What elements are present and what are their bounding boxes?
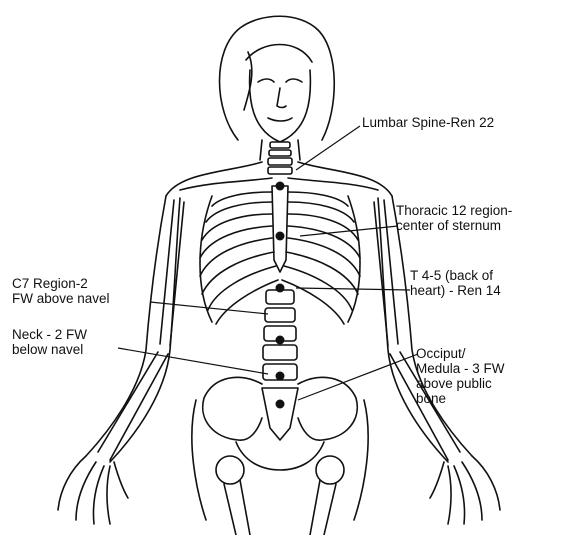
marker-cervical bbox=[276, 182, 285, 191]
label-occiput-medula: Occiput/ Medula - 3 FW above public bone bbox=[416, 346, 505, 406]
hip-outline bbox=[192, 400, 368, 520]
sacrum bbox=[262, 388, 298, 440]
ribs-left bbox=[200, 192, 278, 324]
point-markers bbox=[276, 182, 285, 409]
ribs-right bbox=[282, 192, 360, 324]
pelvis-left bbox=[203, 377, 262, 440]
arm-left-outline bbox=[86, 196, 180, 462]
hand-left bbox=[58, 456, 128, 524]
hand-right bbox=[430, 456, 500, 524]
marker-lower bbox=[276, 372, 285, 381]
label-lumbar-spine: Lumbar Spine-Ren 22 bbox=[362, 115, 494, 130]
label-t4-5: T 4-5 (back of heart) - Ren 14 bbox=[410, 268, 501, 298]
humerus-right bbox=[374, 200, 398, 346]
label-thoracic-12: Thoracic 12 region- center of sternum bbox=[396, 203, 512, 233]
femur-left bbox=[224, 480, 250, 535]
leader-lumbar bbox=[296, 126, 360, 170]
forearm-left bbox=[98, 352, 168, 460]
humerus-left bbox=[160, 200, 184, 346]
cervical-vertebrae bbox=[268, 142, 292, 174]
femur-right bbox=[310, 480, 336, 535]
ribcage-outline bbox=[200, 196, 360, 322]
clavicle-right bbox=[288, 178, 378, 190]
eyes bbox=[258, 79, 302, 82]
label-neck: Neck - 2 FW below navel bbox=[12, 327, 87, 357]
label-c7-region: C7 Region-2 FW above navel bbox=[12, 276, 110, 306]
lumbar-vertebrae bbox=[263, 290, 297, 380]
marker-navel bbox=[276, 336, 285, 345]
pelvis-lower bbox=[236, 442, 324, 470]
marker-pubic bbox=[276, 400, 285, 409]
leader-c7 bbox=[150, 302, 268, 314]
marker-t4 bbox=[276, 284, 285, 293]
arm-right-outline bbox=[378, 196, 472, 462]
mouth bbox=[268, 118, 292, 121]
nose bbox=[277, 88, 286, 108]
pelvis-right bbox=[298, 377, 357, 440]
marker-sternum bbox=[276, 232, 285, 241]
leader-thoracic bbox=[300, 226, 398, 236]
clavicle-left bbox=[180, 178, 272, 190]
sternum bbox=[272, 186, 288, 272]
